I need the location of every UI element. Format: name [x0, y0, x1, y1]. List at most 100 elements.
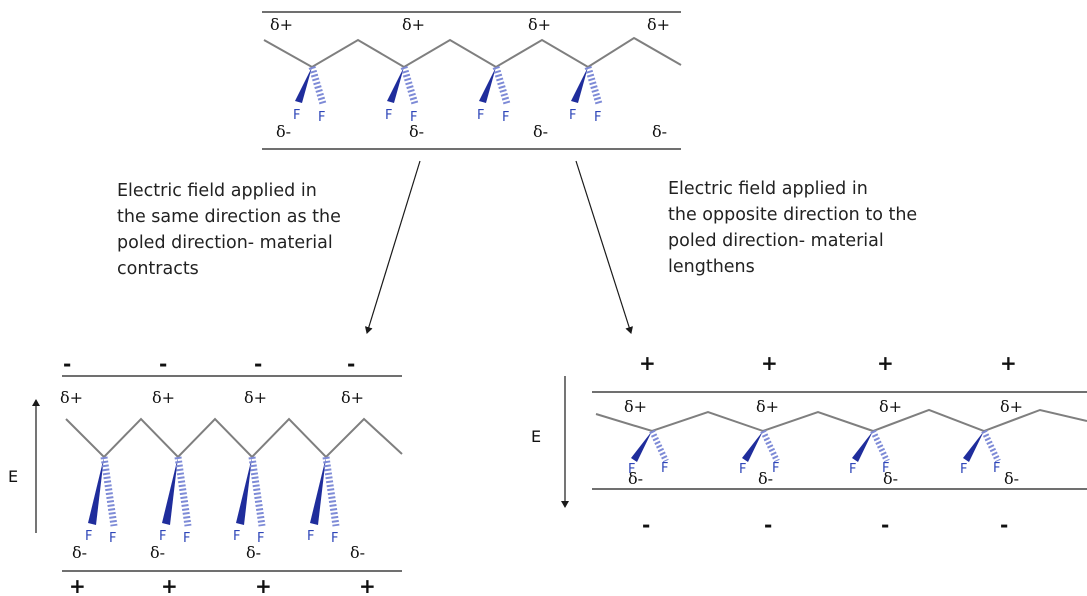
right-cf2-1: F F: [628, 429, 669, 477]
wedge-bond: [310, 457, 326, 525]
fluorine-label: F: [318, 110, 325, 125]
wedge-bond: [571, 67, 588, 103]
fluorine-label: F: [85, 529, 92, 544]
caption-line: poled direction- material: [117, 233, 333, 253]
partial-positive-label: δ+: [1000, 397, 1023, 416]
wedge-bond: [387, 67, 404, 103]
wedge-bond: [88, 457, 104, 525]
fluorine-label: F: [993, 461, 1000, 476]
caption-line: poled direction- material: [668, 231, 884, 251]
top-panel: F F F F F F F F δ+ δ+: [262, 11, 682, 150]
fluorine-label: F: [569, 108, 576, 123]
partial-negative-label: δ-: [276, 122, 291, 141]
fluorine-label: F: [293, 108, 300, 123]
hashed-bond: [248, 456, 266, 527]
fluorine-label: F: [628, 462, 635, 477]
wedge-bond: [631, 431, 652, 462]
right-cf2-4: F F: [960, 429, 1001, 477]
wedge-bond: [479, 67, 496, 103]
fluorine-label: F: [385, 108, 392, 123]
partial-positive-label: δ+: [341, 388, 364, 407]
right-cf2-2: F F: [739, 429, 780, 477]
partial-negative-label: δ-: [409, 122, 424, 141]
fluorine-label: F: [331, 531, 338, 546]
left-cf2-1: F F: [85, 456, 118, 546]
right-panel: + + + + F F F F F F: [531, 351, 1087, 537]
minus-sign: -: [1000, 513, 1008, 537]
fluorine-label: F: [233, 529, 240, 544]
partial-negative-label: δ-: [246, 543, 261, 562]
left-panel-polymer-chain: [65, 417, 403, 459]
caption-line: Electric field applied in: [668, 179, 868, 199]
partial-positive-label: δ+: [879, 397, 902, 416]
left-cf2-4: F F: [307, 456, 340, 546]
wedge-bond: [963, 431, 984, 462]
hashed-bond: [174, 456, 192, 527]
minus-sign: -: [63, 352, 71, 376]
hashed-bond: [981, 429, 1001, 463]
fluorine-label: F: [109, 531, 116, 546]
wedge-bond: [742, 431, 763, 462]
top-panel-polymer-chain: [263, 36, 682, 69]
plus-sign: +: [761, 351, 778, 375]
arrow-to-right-panel: [575, 160, 633, 334]
fluorine-label: F: [772, 461, 779, 476]
partial-positive-label: δ+: [244, 388, 267, 407]
partial-negative-label: δ-: [758, 469, 773, 488]
partial-positive-label: δ+: [756, 397, 779, 416]
left-cf2-2: F F: [159, 456, 192, 546]
partial-positive-label: δ+: [152, 388, 175, 407]
field-label: E: [531, 427, 541, 446]
partial-positive-label: δ+: [270, 15, 293, 34]
plus-sign: +: [639, 351, 656, 375]
fluorine-label: F: [502, 110, 509, 125]
top-cf2-1: F F: [293, 66, 327, 125]
fluorine-label: F: [594, 110, 601, 125]
caption-line: contracts: [117, 259, 199, 279]
plus-sign: +: [1000, 351, 1017, 375]
top-cf2-3: F F: [477, 66, 511, 125]
caption-line: the opposite direction to the: [668, 205, 918, 225]
partial-negative-label: δ-: [350, 543, 365, 562]
partial-positive-label: δ+: [402, 15, 425, 34]
wedge-bond: [295, 67, 312, 103]
top-cf2-2: F F: [385, 66, 419, 125]
left-cf2-3: F F: [233, 456, 266, 546]
hashed-bond: [870, 429, 890, 463]
partial-negative-label: δ-: [883, 469, 898, 488]
minus-sign: -: [642, 513, 650, 537]
hashed-bond: [492, 66, 511, 105]
hashed-bond: [584, 66, 603, 105]
caption-opposite-direction: Electric field applied in the opposite d…: [668, 176, 917, 280]
fluorine-label: F: [882, 461, 889, 476]
fluorine-label: F: [410, 110, 417, 125]
top-cf2-4: F F: [569, 66, 603, 125]
partial-negative-label: δ-: [72, 543, 87, 562]
minus-sign: -: [159, 352, 167, 376]
partial-positive-label: δ+: [647, 15, 670, 34]
partial-positive-label: δ+: [624, 397, 647, 416]
partial-negative-label: δ-: [1004, 469, 1019, 488]
caption-line: the same direction as the: [117, 207, 341, 227]
plus-sign: +: [877, 351, 894, 375]
partial-negative-label: δ-: [628, 469, 643, 488]
partial-negative-label: δ-: [150, 543, 165, 562]
wedge-bond: [236, 457, 252, 525]
right-panel-polymer-chain: [595, 408, 1087, 433]
caption-line: lengthens: [668, 257, 755, 277]
fluorine-label: F: [960, 462, 967, 477]
caption-line: Electric field applied in: [117, 181, 317, 201]
plus-sign: +: [69, 574, 86, 596]
hashed-bond: [400, 66, 419, 105]
fluorine-label: F: [307, 529, 314, 544]
hashed-bond: [308, 66, 327, 105]
arrow-to-left-panel: [364, 160, 421, 334]
partial-negative-label: δ-: [533, 122, 548, 141]
left-panel: - - - - F F F F F F: [8, 352, 403, 596]
minus-sign: -: [881, 513, 889, 537]
partial-positive-label: δ+: [528, 15, 551, 34]
partial-negative-label: δ-: [652, 122, 667, 141]
minus-sign: -: [764, 513, 772, 537]
